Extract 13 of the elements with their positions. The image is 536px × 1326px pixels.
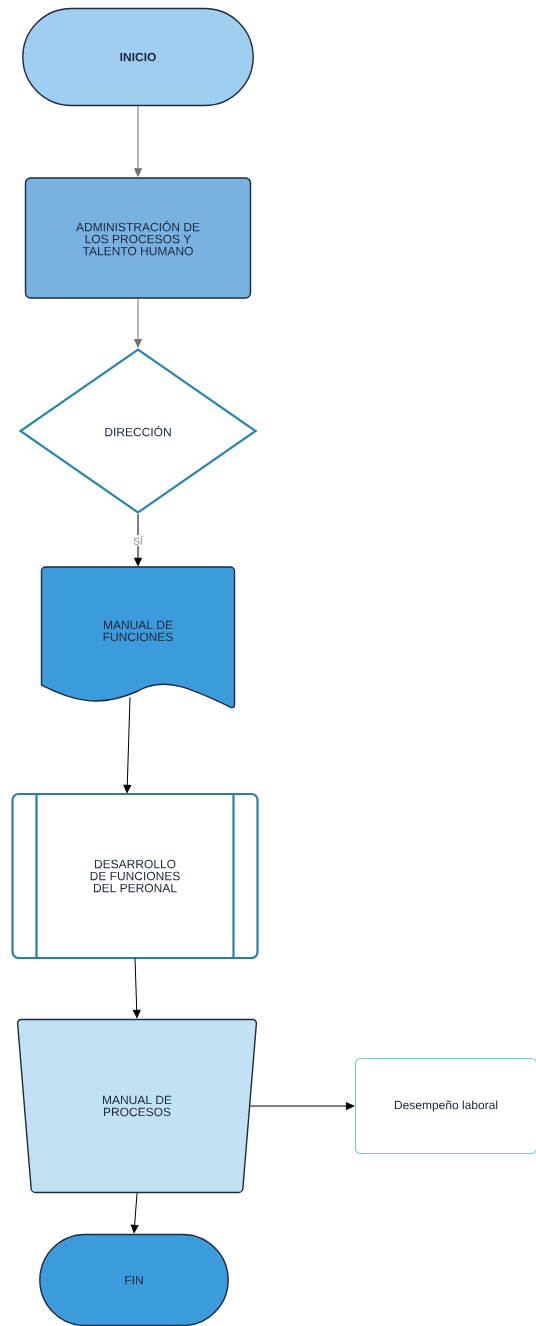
arrow: [130, 1192, 139, 1234]
edge-label: SÍ: [132, 535, 144, 546]
arrow: [134, 105, 142, 177]
arrow: [249, 1102, 355, 1110]
end-terminal: FIN: [39, 1233, 229, 1326]
arrow: [123, 696, 132, 794]
process-box: ADMINISTRACIÓN DE LOS PROCESOS Y TALENTO HUMANO: [24, 177, 252, 299]
predefined-process-box: DESARROLLO DE FUNCIONES DEL PERONAL: [11, 792, 259, 960]
result-box: Desempeño laboral: [355, 1058, 536, 1154]
arrow: [134, 513, 142, 567]
arrow: [134, 298, 142, 348]
start-terminal: INICIO: [22, 7, 254, 107]
arrow: [132, 957, 141, 1019]
